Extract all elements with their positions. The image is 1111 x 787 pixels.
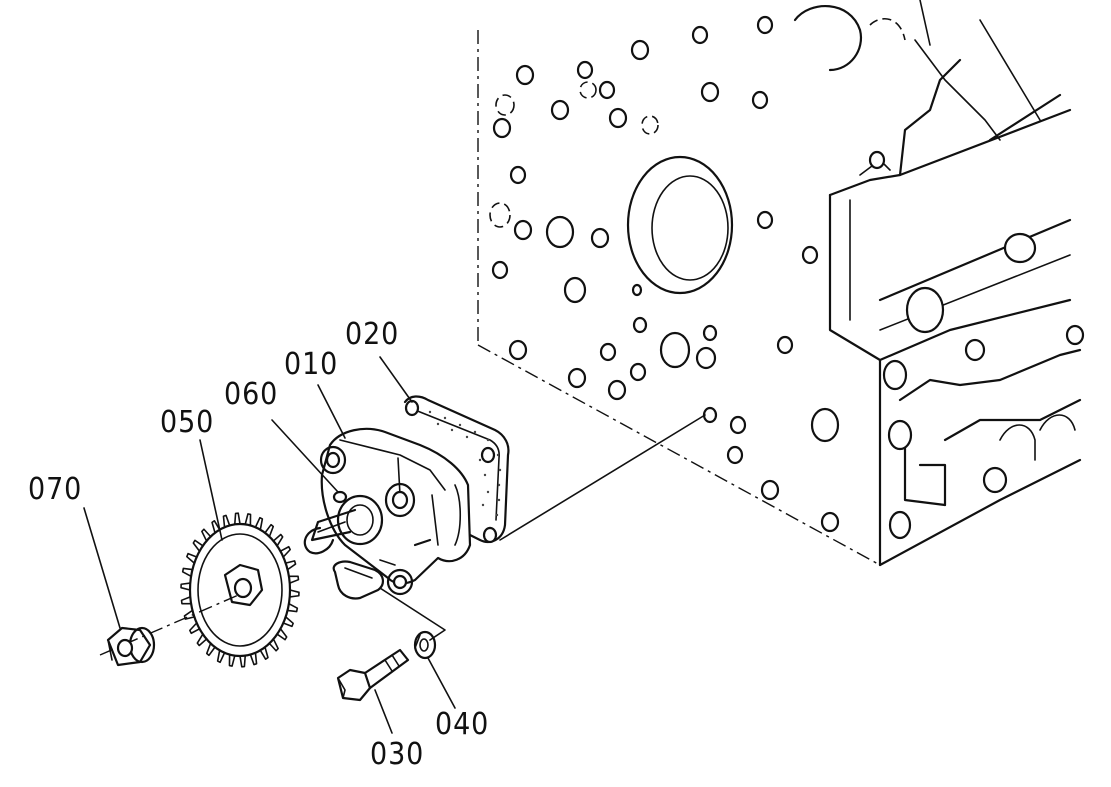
gear-tooth (272, 533, 284, 547)
gear-tooth (216, 649, 226, 664)
gear-tooth (181, 567, 194, 578)
gear-tooth (288, 575, 300, 584)
gear-tooth (186, 552, 198, 564)
leader-lines (83, 356, 456, 734)
pump-body-part-010 (303, 427, 472, 600)
callout-070: 070 (28, 472, 83, 507)
callout-040: 040 (435, 707, 490, 742)
gear-tooth (201, 528, 212, 542)
callout-020: 020 (345, 317, 400, 352)
mounting-axis-line (499, 414, 706, 541)
gear-tooth (211, 520, 221, 534)
gear-tooth (288, 589, 300, 598)
gear-tooth (222, 514, 231, 529)
engine-block (477, 0, 1085, 567)
callout-060: 060 (224, 377, 279, 412)
gear-tooth (268, 638, 279, 652)
gear-part-050 (180, 512, 300, 668)
gear-tooth (228, 653, 236, 667)
callout-030: 030 (370, 737, 425, 772)
gear-tooth (239, 654, 247, 668)
gear-tooth (264, 523, 275, 538)
gear-tooth (189, 622, 201, 635)
gear-tooth (180, 596, 192, 605)
gear-tooth (284, 560, 297, 571)
gear-tooth (254, 516, 264, 531)
gear-tooth (249, 651, 258, 666)
gear-tooth (196, 633, 208, 647)
gear-tooth (282, 616, 294, 628)
gear-tooth (286, 602, 299, 613)
gear-tooth (244, 513, 252, 527)
gear-tooth (183, 609, 196, 620)
gear-tooth (276, 627, 288, 641)
callout-050: 050 (160, 405, 215, 440)
gasket-part-020 (403, 395, 510, 544)
bolt-part-030 (336, 648, 410, 702)
nut-part-070 (106, 626, 156, 667)
gear-tooth (192, 539, 204, 553)
gear-tooth (233, 512, 241, 526)
gear-tooth (279, 545, 291, 558)
gear-tooth (259, 646, 269, 660)
gear-tooth (205, 642, 216, 657)
callout-010: 010 (284, 347, 339, 382)
washer-part-040 (413, 630, 437, 660)
gear-tooth (180, 582, 192, 591)
